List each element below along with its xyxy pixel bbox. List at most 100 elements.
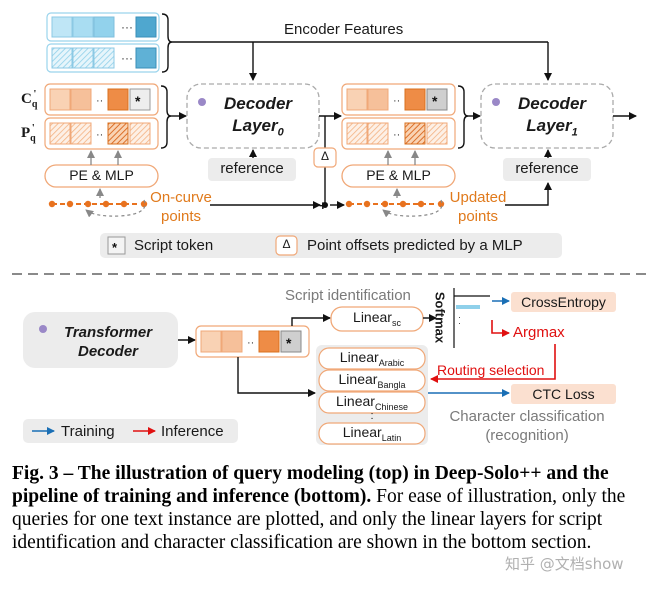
svg-text:··: ·· (247, 337, 254, 349)
char-class-line1: Character classification (449, 408, 605, 425)
bottom-query-group: ·· * (195, 325, 310, 358)
linear-chinese-sub: Chinese (374, 401, 408, 412)
points1-feedback (382, 199, 443, 218)
linear-latin-main: Linear (342, 424, 382, 440)
legend-delta-swatch (275, 235, 298, 256)
delta-label: Δ (320, 149, 329, 163)
svg-text:···: ··· (121, 51, 133, 65)
routing-selection-label: Routing selection (437, 362, 545, 378)
caption-bold: The illustration of query modeling (top)… (12, 463, 609, 507)
updated-to-reference1 (505, 182, 552, 206)
cq-letter: C (21, 91, 32, 107)
caption-rest: For ease of illustration, only the queri… (12, 486, 626, 553)
char-class-line2: (recognition) (485, 427, 569, 444)
pq-prime: ' (31, 122, 35, 134)
legend-point-offsets-label: Point offsets predicted by a MLP (307, 237, 523, 254)
svg-text:··: ·· (96, 129, 103, 141)
decoder1-line2: Layer1 (506, 115, 598, 143)
crossentropy-label: CrossEntropy (521, 294, 606, 310)
cq-sub: q (31, 99, 38, 110)
softmax-plot: · · (453, 288, 490, 348)
linear-bangla-label: LinearBangla (319, 371, 425, 390)
watermark: 知乎 @文档show (505, 555, 624, 573)
on-curve-line2: points (160, 208, 202, 225)
caption-fig: Fig. 3 (12, 463, 59, 484)
pe-mlp-1-box (341, 164, 456, 188)
decoder0-line2: Layer0 (212, 115, 304, 143)
decoder-layer-1-box (480, 83, 614, 149)
linear-arabic-sub: Arabic (378, 357, 405, 368)
query-group-1: ·· * ·· (341, 83, 456, 150)
ctc-loss-label: CTC Loss (532, 386, 595, 402)
script-identification-label: Script identification (285, 287, 411, 304)
plus-sign: + (319, 198, 327, 213)
updated-points-label: Updated points (447, 188, 509, 226)
decoder0-word: Layer (232, 116, 278, 135)
svg-text:·: · (458, 318, 461, 328)
transformer-line2: Decoder (77, 343, 139, 360)
transformer-decoder-label: Transformer Decoder (48, 323, 168, 361)
linear-bangla-main: Linear (338, 371, 378, 387)
svg-text:*: * (432, 93, 438, 109)
linear-arabic-label: LinearArabic (319, 349, 425, 368)
decoder-layer-1-label: Decoder Layer1 (506, 93, 598, 143)
figure-caption: Fig. 3 – The illustration of query model… (12, 462, 652, 554)
reference-1-box (503, 158, 591, 181)
linear-arabic-box (318, 347, 426, 370)
query0-brace (160, 85, 172, 149)
linear-sc-sub: sc (391, 317, 401, 328)
svg-text:*: * (286, 335, 292, 351)
transformer-dot (39, 325, 47, 333)
pq-sub: q (30, 133, 36, 144)
query-group-0: ·· * ·· (44, 83, 159, 150)
svg-text:··: ·· (96, 95, 103, 107)
on-curve-points-chain (48, 200, 148, 208)
on-curve-points-label: On-curve points (150, 188, 212, 226)
linear-sc-label: Linearsc (331, 309, 423, 328)
updated-line1: Updated (449, 189, 507, 206)
linear-chinese-main: Linear (336, 393, 375, 409)
encoder-feature-row-2: ··· (46, 43, 160, 73)
legend-script-token-swatch (107, 236, 126, 255)
cq-prime: ' (33, 88, 37, 100)
decoder0-sub: 0 (277, 126, 284, 139)
svg-text:*: * (135, 93, 141, 109)
linear-latin-box (318, 422, 426, 445)
decoder1-line1: Decoder (517, 94, 587, 113)
pq-label: Pq' (21, 122, 36, 144)
decoder0-line1: Decoder (223, 94, 293, 113)
cq-label: Cq' (21, 88, 38, 110)
decoder1-word: Layer (526, 116, 572, 135)
linear-sc-main: Linear (353, 309, 392, 325)
reference-0-label: reference (220, 160, 284, 177)
pe-mlp-0-box (44, 164, 159, 188)
pe-mlp-1-label: PE & MLP (366, 167, 431, 183)
query1-brace (457, 85, 469, 149)
linear-latin-label: LinearLatin (319, 424, 425, 443)
svg-text:··: ·· (393, 129, 400, 141)
query-to-linear-sc (291, 314, 331, 326)
caption-dash: – (58, 463, 78, 484)
transformer-decoder-box (23, 312, 178, 368)
argmax-label: Argmax (513, 324, 565, 341)
decoder1-sub: 1 (571, 126, 578, 139)
linear-chinese-label: LinearChinese (319, 393, 425, 412)
encoder-feature-row-1: ··· (46, 12, 160, 42)
points0-feedback (85, 199, 146, 218)
linear-arabic-main: Linear (339, 349, 379, 365)
transformer-line1: Transformer (63, 324, 153, 341)
legend-delta-label: Δ (282, 237, 291, 251)
linear-vdots: : (370, 410, 374, 422)
legend-inference-label: Inference (161, 423, 224, 440)
linear-chinese-box (318, 391, 426, 414)
svg-text:·: · (458, 312, 461, 322)
legend-bottom-bg (23, 419, 238, 443)
char-classification-label: Character classification (recognition) (433, 407, 621, 445)
encoder-brace (161, 13, 173, 73)
on-curve-line1: On-curve (150, 189, 212, 206)
crossentropy-box (511, 292, 616, 312)
updated-points-chain (345, 200, 445, 208)
pq-letter: P (21, 125, 31, 141)
svg-text:···: ··· (121, 20, 133, 34)
decoder-layer-0-box (186, 83, 320, 149)
